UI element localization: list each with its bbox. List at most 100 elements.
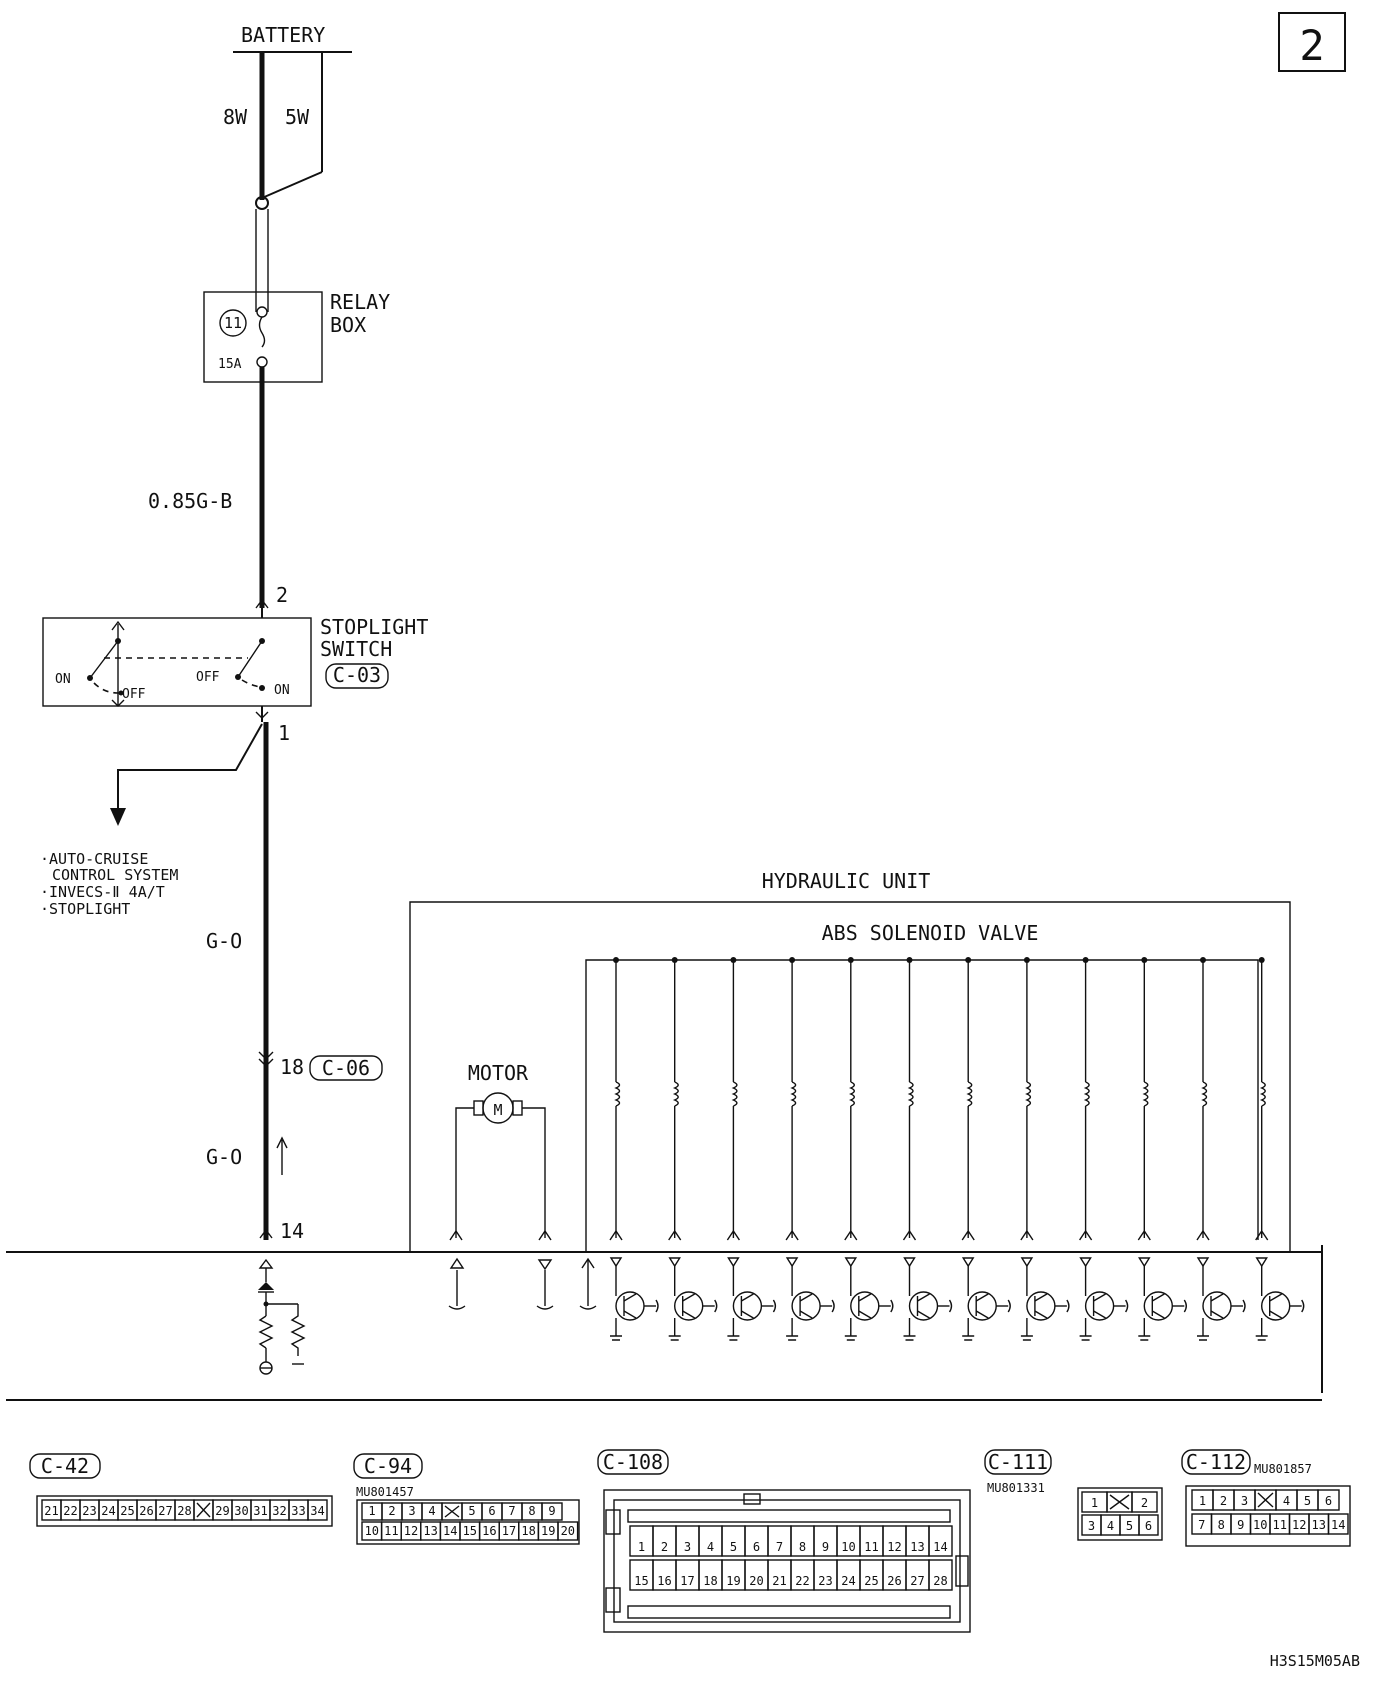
connector-pin: 1 <box>629 1525 654 1557</box>
svg-text:32: 32 <box>272 1504 286 1518</box>
connector-pin: 5 <box>1296 1489 1319 1511</box>
connector-pin: 4 <box>1275 1489 1298 1511</box>
connector-pin: 25 <box>117 1499 138 1521</box>
solenoid-valve <box>961 957 975 1241</box>
svg-text:10: 10 <box>365 1524 379 1538</box>
connector-pin: 27 <box>155 1499 176 1521</box>
connector-pin: 28 <box>174 1499 195 1521</box>
solenoid-valve <box>668 957 682 1241</box>
connector-pin: 7 <box>501 1502 523 1521</box>
svg-text:5: 5 <box>468 1504 475 1518</box>
connector-pin: 7 <box>1191 1513 1213 1535</box>
connector-pin: 4 <box>698 1525 723 1557</box>
connector-pin: 3 <box>675 1525 700 1557</box>
svg-text:9: 9 <box>822 1540 829 1554</box>
svg-text:8: 8 <box>528 1504 535 1518</box>
solenoid-driver-transistor <box>961 1257 1011 1341</box>
svg-text:31: 31 <box>253 1504 267 1518</box>
svg-text:1: 1 <box>1091 1496 1098 1510</box>
solenoid-driver-transistor <box>1020 1257 1070 1341</box>
connector-label: C-111 <box>988 1450 1048 1474</box>
connector-pin: 9 <box>1230 1513 1252 1535</box>
connector-pin: 3 <box>401 1502 423 1521</box>
svg-text:2: 2 <box>1141 1496 1148 1510</box>
svg-text:17: 17 <box>502 1524 516 1538</box>
svg-text:24: 24 <box>841 1574 855 1588</box>
switch-right-on: ON <box>274 683 290 698</box>
solenoid-driver-transistor <box>844 1257 894 1341</box>
wire-label-8w: 8W <box>223 105 248 129</box>
relay-box-label-line2: BOX <box>330 313 366 337</box>
connector-pin <box>441 1502 463 1521</box>
solenoid-valve <box>1137 957 1151 1241</box>
connector-label: C-42 <box>41 1454 89 1478</box>
solenoid-valve <box>1020 957 1034 1241</box>
solenoid-valve <box>902 957 917 1241</box>
connector-pin: 8 <box>790 1525 815 1557</box>
connector-pin: 19 <box>537 1521 559 1541</box>
connector-pin: 12 <box>882 1525 907 1557</box>
solenoid-driver-transistor <box>903 1257 953 1341</box>
connector-pin <box>1106 1491 1133 1513</box>
svg-text:22: 22 <box>795 1574 809 1588</box>
connector-pin: 10 <box>1249 1513 1271 1535</box>
svg-text:24: 24 <box>101 1504 115 1518</box>
wire-label-5w: 5W <box>285 105 310 129</box>
svg-text:25: 25 <box>120 1504 134 1518</box>
connector-pin: 26 <box>882 1559 907 1591</box>
abs-ecu-boundary <box>6 1245 1323 1401</box>
svg-text:17: 17 <box>680 1574 694 1588</box>
svg-text:1: 1 <box>1199 1494 1206 1508</box>
svg-text:20: 20 <box>749 1574 763 1588</box>
connector-pin <box>193 1499 214 1521</box>
connector-pin: 6 <box>1317 1489 1340 1511</box>
connector-pin: 21 <box>41 1499 62 1521</box>
connector-pin: 14 <box>928 1525 953 1557</box>
solenoid-driver-group <box>609 1257 1305 1341</box>
svg-text:11: 11 <box>864 1540 878 1554</box>
svg-text:28: 28 <box>933 1574 947 1588</box>
svg-text:26: 26 <box>139 1504 153 1518</box>
svg-text:23: 23 <box>82 1504 96 1518</box>
svg-text:4: 4 <box>428 1504 435 1518</box>
svg-text:11: 11 <box>1273 1518 1287 1532</box>
switch-pin-top: 2 <box>276 583 288 607</box>
connector-pin: 26 <box>136 1499 157 1521</box>
ecu-pin-14: 14 <box>280 1219 304 1243</box>
connector-pin: 11 <box>1269 1513 1291 1535</box>
connector-label: C-108 <box>603 1450 663 1474</box>
svg-text:2: 2 <box>1220 1494 1227 1508</box>
connector-pin: 31 <box>250 1499 271 1521</box>
solenoid-driver-transistor <box>668 1257 718 1341</box>
solenoid-valve <box>844 957 858 1241</box>
connector-pin: 33 <box>288 1499 309 1521</box>
solenoid-driver-transistor <box>1138 1257 1187 1341</box>
svg-text:9: 9 <box>1237 1518 1244 1532</box>
connector-pin: 4 <box>421 1502 443 1521</box>
svg-text:14: 14 <box>1331 1518 1345 1532</box>
connector-pin: 28 <box>928 1559 953 1591</box>
solenoid-driver-transistor <box>1079 1257 1129 1341</box>
connector-pin: 8 <box>1210 1513 1232 1535</box>
stoplight-input-circuit <box>258 1258 306 1375</box>
solenoid-driver-transistor <box>1196 1257 1246 1341</box>
motor: MOTOR M <box>449 1061 552 1241</box>
svg-text:3: 3 <box>684 1540 691 1554</box>
branch-item: CONTROL SYSTEM <box>52 866 178 884</box>
solenoid-valve-group <box>609 957 1269 1241</box>
connector-pin: 24 <box>98 1499 119 1521</box>
connector-pin: 16 <box>652 1559 677 1591</box>
connector-part-number: MU801331 <box>987 1481 1045 1495</box>
connector-pin: 20 <box>744 1559 769 1591</box>
solenoid-driver-transistor <box>785 1257 835 1341</box>
relay-box-label-line1: RELAY <box>330 290 390 314</box>
connector-pin: 13 <box>1308 1513 1330 1535</box>
svg-text:6: 6 <box>1145 1519 1152 1533</box>
svg-text:8: 8 <box>799 1540 806 1554</box>
connector-pin: 4 <box>1100 1514 1121 1536</box>
svg-text:7: 7 <box>1198 1518 1205 1532</box>
svg-text:27: 27 <box>158 1504 172 1518</box>
svg-text:19: 19 <box>541 1524 555 1538</box>
solenoid-valve <box>1196 957 1210 1241</box>
